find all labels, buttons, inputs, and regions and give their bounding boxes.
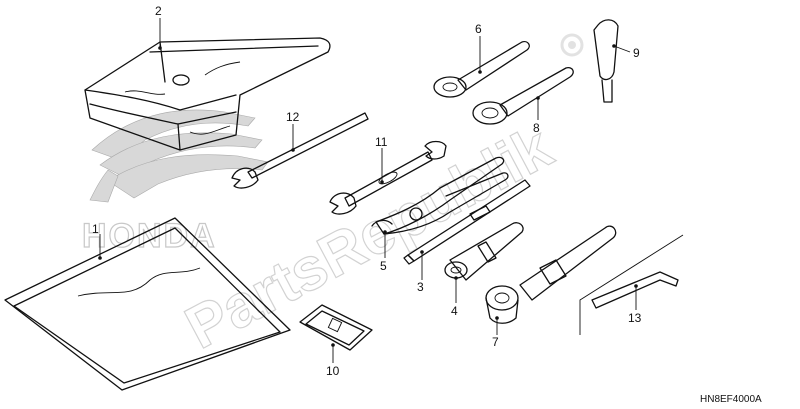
callout-6: 6 xyxy=(475,22,482,36)
spanner-small-icon xyxy=(433,40,530,98)
tool-bag-flat-icon xyxy=(4,217,291,391)
pliers-icon xyxy=(371,156,509,235)
open-end-wrench-icon xyxy=(231,112,369,189)
spanner-large-icon xyxy=(472,67,574,125)
diagram-reference-code: HN8EF4000A xyxy=(700,394,762,405)
honda-wing-logo xyxy=(89,109,269,203)
hex-key-icon xyxy=(579,234,684,335)
callout-12: 12 xyxy=(286,110,300,124)
strap-icon xyxy=(299,304,373,351)
callout-4: 4 xyxy=(451,304,458,318)
callout-10: 10 xyxy=(326,364,340,378)
site-watermark: PartsRepublik xyxy=(175,113,563,362)
spark-plug-tool-icon xyxy=(593,19,619,103)
socket-wrench-large-icon xyxy=(485,225,617,324)
gear-watermark-icon xyxy=(560,33,584,57)
callout-9: 9 xyxy=(633,46,640,60)
screwdriver-icon xyxy=(403,179,531,265)
callout-labels: 1 2 3 4 5 6 7 8 9 10 11 12 13 xyxy=(92,4,642,378)
tool-roll-bag-icon xyxy=(84,37,331,151)
leader-lines xyxy=(98,18,638,363)
socket-wrench-small-icon xyxy=(444,222,524,281)
callout-13: 13 xyxy=(628,311,642,325)
callout-7: 7 xyxy=(492,335,499,349)
callout-2: 2 xyxy=(155,4,162,18)
double-open-wrench-icon xyxy=(329,140,447,215)
callout-5: 5 xyxy=(380,259,387,273)
callout-11: 11 xyxy=(375,135,388,149)
callout-3: 3 xyxy=(417,280,424,294)
callout-1: 1 xyxy=(92,222,99,236)
callout-8: 8 xyxy=(533,121,540,135)
